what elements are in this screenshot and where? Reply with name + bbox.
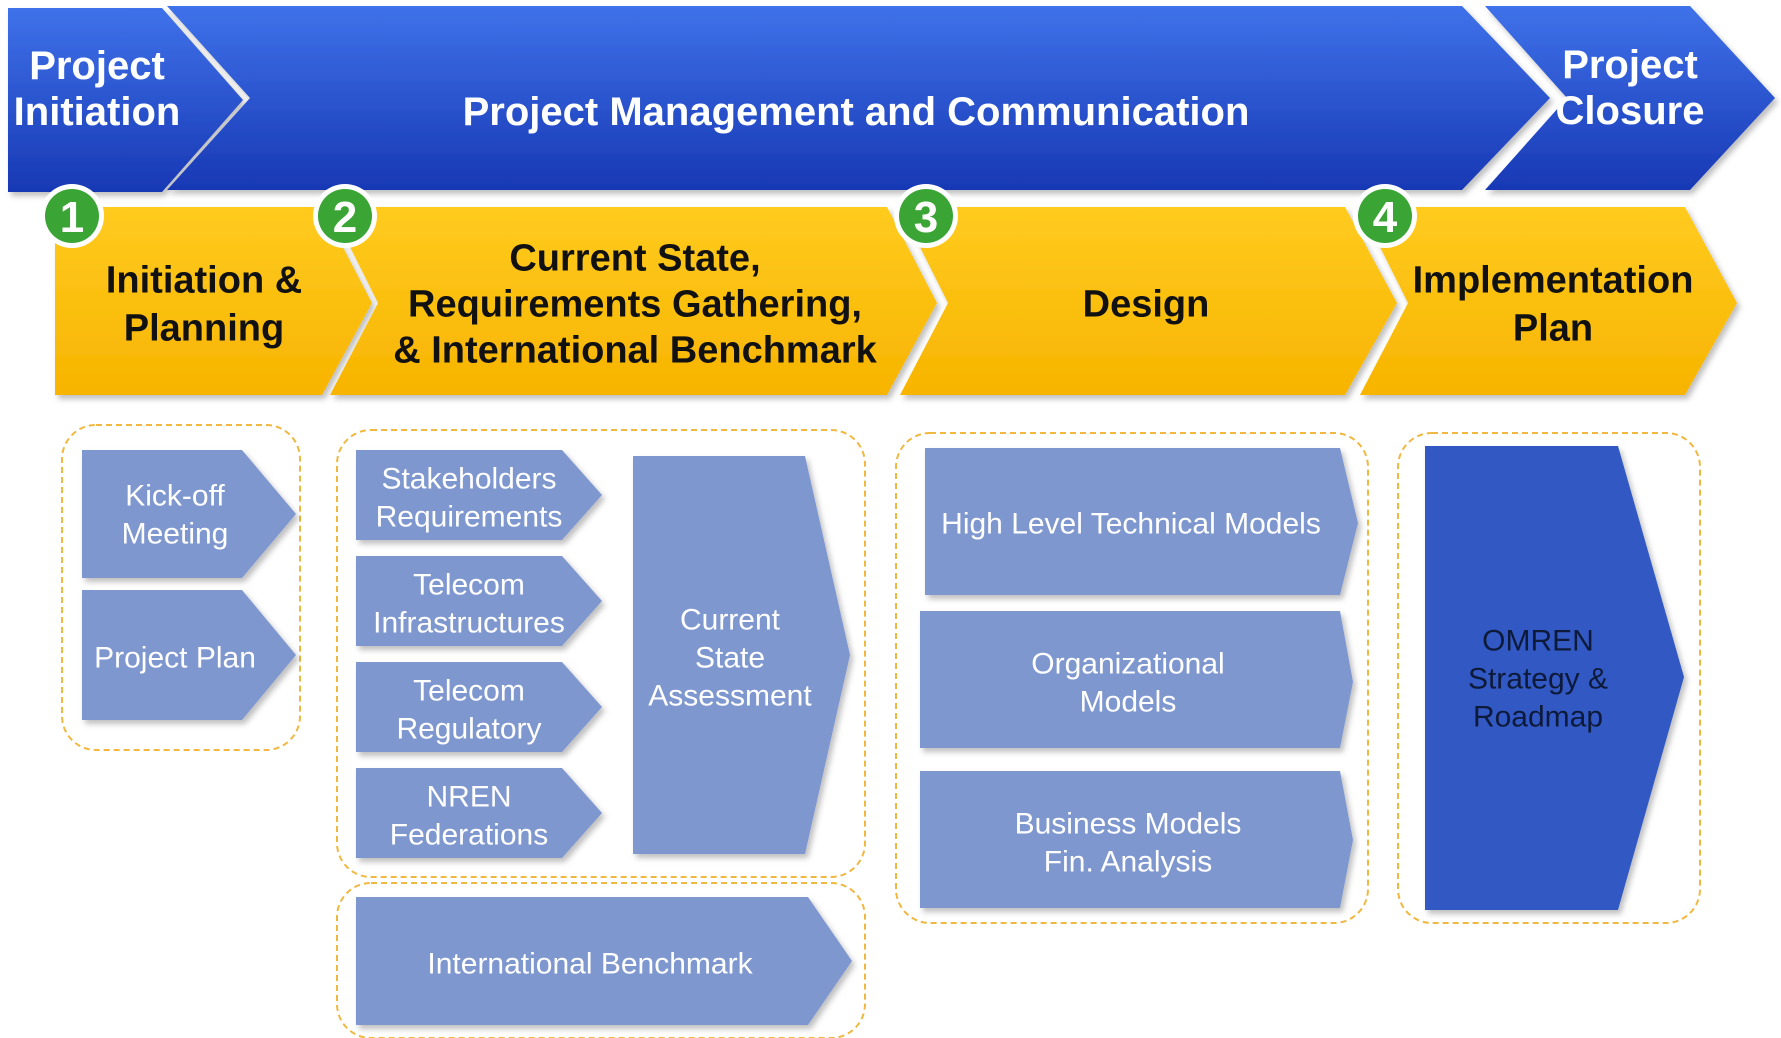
- text-line: Project: [29, 44, 165, 88]
- project-plan-label: Project Plan: [94, 642, 256, 675]
- text-line: Kick-off: [125, 480, 225, 513]
- phase2-label: Current State,Requirements Gathering,& I…: [393, 237, 877, 371]
- text-line: Organizational: [1031, 648, 1224, 681]
- phase3-number: 3: [914, 193, 938, 242]
- project-management-label: Project Management and Communication: [463, 90, 1250, 134]
- text-line: Regulatory: [396, 713, 541, 746]
- phase1-label: Initiation & Planning: [106, 259, 302, 349]
- phase3-arrow: [900, 207, 1397, 395]
- text-line: Project: [1562, 43, 1698, 87]
- phase3-group-box: [895, 432, 1369, 924]
- stakeholders-requirements-chevron: [356, 450, 602, 540]
- text-line: Initiation &: [106, 259, 302, 301]
- text-line: Assessment: [648, 680, 812, 713]
- text-line: Initiation: [14, 90, 181, 134]
- phase2-benchmark-box: [336, 882, 866, 1038]
- project-management-bar: [167, 6, 1550, 190]
- text-line: International Benchmark: [427, 948, 753, 981]
- high-level-technical-models-chevron: [925, 448, 1358, 595]
- text-line: Plan: [1513, 307, 1593, 349]
- text-line: NREN: [426, 781, 511, 814]
- current-state-assessment-chevron: [633, 456, 850, 854]
- text-line: Planning: [124, 307, 284, 349]
- phase2-number: 2: [333, 193, 357, 242]
- text-line: Design: [1083, 283, 1210, 325]
- phase1-number-badge: 1: [40, 184, 104, 248]
- phase1-group-box: [61, 424, 301, 751]
- text-line: Current: [680, 604, 781, 637]
- text-line: State: [695, 642, 765, 675]
- phase3-label: Design: [1083, 283, 1210, 325]
- international-benchmark-label: International Benchmark: [427, 948, 753, 981]
- top-bar: [8, 6, 1775, 192]
- telecom-infrastructures-chevron: [356, 556, 602, 646]
- text-line: OMREN: [1482, 625, 1594, 658]
- text-line: & International Benchmark: [393, 329, 877, 371]
- phase-arrows: [55, 207, 1737, 395]
- phase1-arrow: [55, 207, 372, 395]
- text-line: Implementation: [1413, 259, 1694, 301]
- text-line: Current State,: [509, 237, 760, 279]
- project-plan-chevron: [82, 590, 296, 720]
- text-line: Roadmap: [1473, 701, 1603, 734]
- phase2-arrow: [330, 207, 937, 395]
- group-boxes: [61, 424, 1701, 1038]
- text-line: Telecom: [413, 569, 525, 602]
- text-line: Models: [1080, 686, 1177, 719]
- phase-number-badges: 1 2 3 4: [40, 184, 1417, 248]
- phase1-number: 1: [60, 193, 84, 242]
- text-line: Telecom: [413, 675, 525, 708]
- phase3-number-badge: 3: [894, 184, 958, 248]
- task-chevrons: [82, 448, 1358, 1025]
- text-line: Project Management and Communication: [463, 90, 1250, 134]
- text-line: Closure: [1556, 89, 1705, 133]
- nren-federations-chevron: [356, 768, 602, 858]
- text-line: Infrastructures: [373, 607, 565, 640]
- text-line: Requirements: [376, 501, 563, 534]
- text-line: Business Models: [1015, 808, 1242, 841]
- kickoff-meeting-chevron: [82, 450, 296, 578]
- organizational-models-chevron: [920, 611, 1353, 748]
- text-line: Federations: [390, 819, 548, 852]
- high-level-technical-models-label: High Level Technical Models: [941, 508, 1321, 541]
- business-models-chevron: [920, 771, 1353, 908]
- text-line: Stakeholders: [381, 463, 556, 496]
- international-benchmark-chevron: [356, 897, 852, 1025]
- telecom-regulatory-chevron: [356, 662, 602, 752]
- phase4-number: 4: [1373, 193, 1398, 242]
- project-initiation-arrow: [8, 8, 243, 192]
- phase2-number-badge: 2: [313, 184, 377, 248]
- phase4-number-badge: 4: [1353, 184, 1417, 248]
- text-line: Meeting: [122, 518, 229, 551]
- omren-strategy-label: OMREN Strategy & Roadmap: [1468, 625, 1608, 734]
- text-line: Requirements Gathering,: [408, 283, 862, 325]
- text-line: Fin. Analysis: [1044, 846, 1212, 879]
- omren-strategy-chevron: [1425, 446, 1684, 910]
- project-closure-arrow: [1485, 6, 1775, 190]
- phase2-group-box: [336, 429, 866, 878]
- text-line: High Level Technical Models: [941, 508, 1321, 541]
- text-line: Project Plan: [94, 642, 256, 675]
- text-line: Strategy &: [1468, 663, 1608, 696]
- nren-federations-label: NREN Federations: [390, 781, 548, 852]
- phase4-arrow: [1360, 207, 1737, 395]
- phase4-group-box: [1397, 432, 1701, 924]
